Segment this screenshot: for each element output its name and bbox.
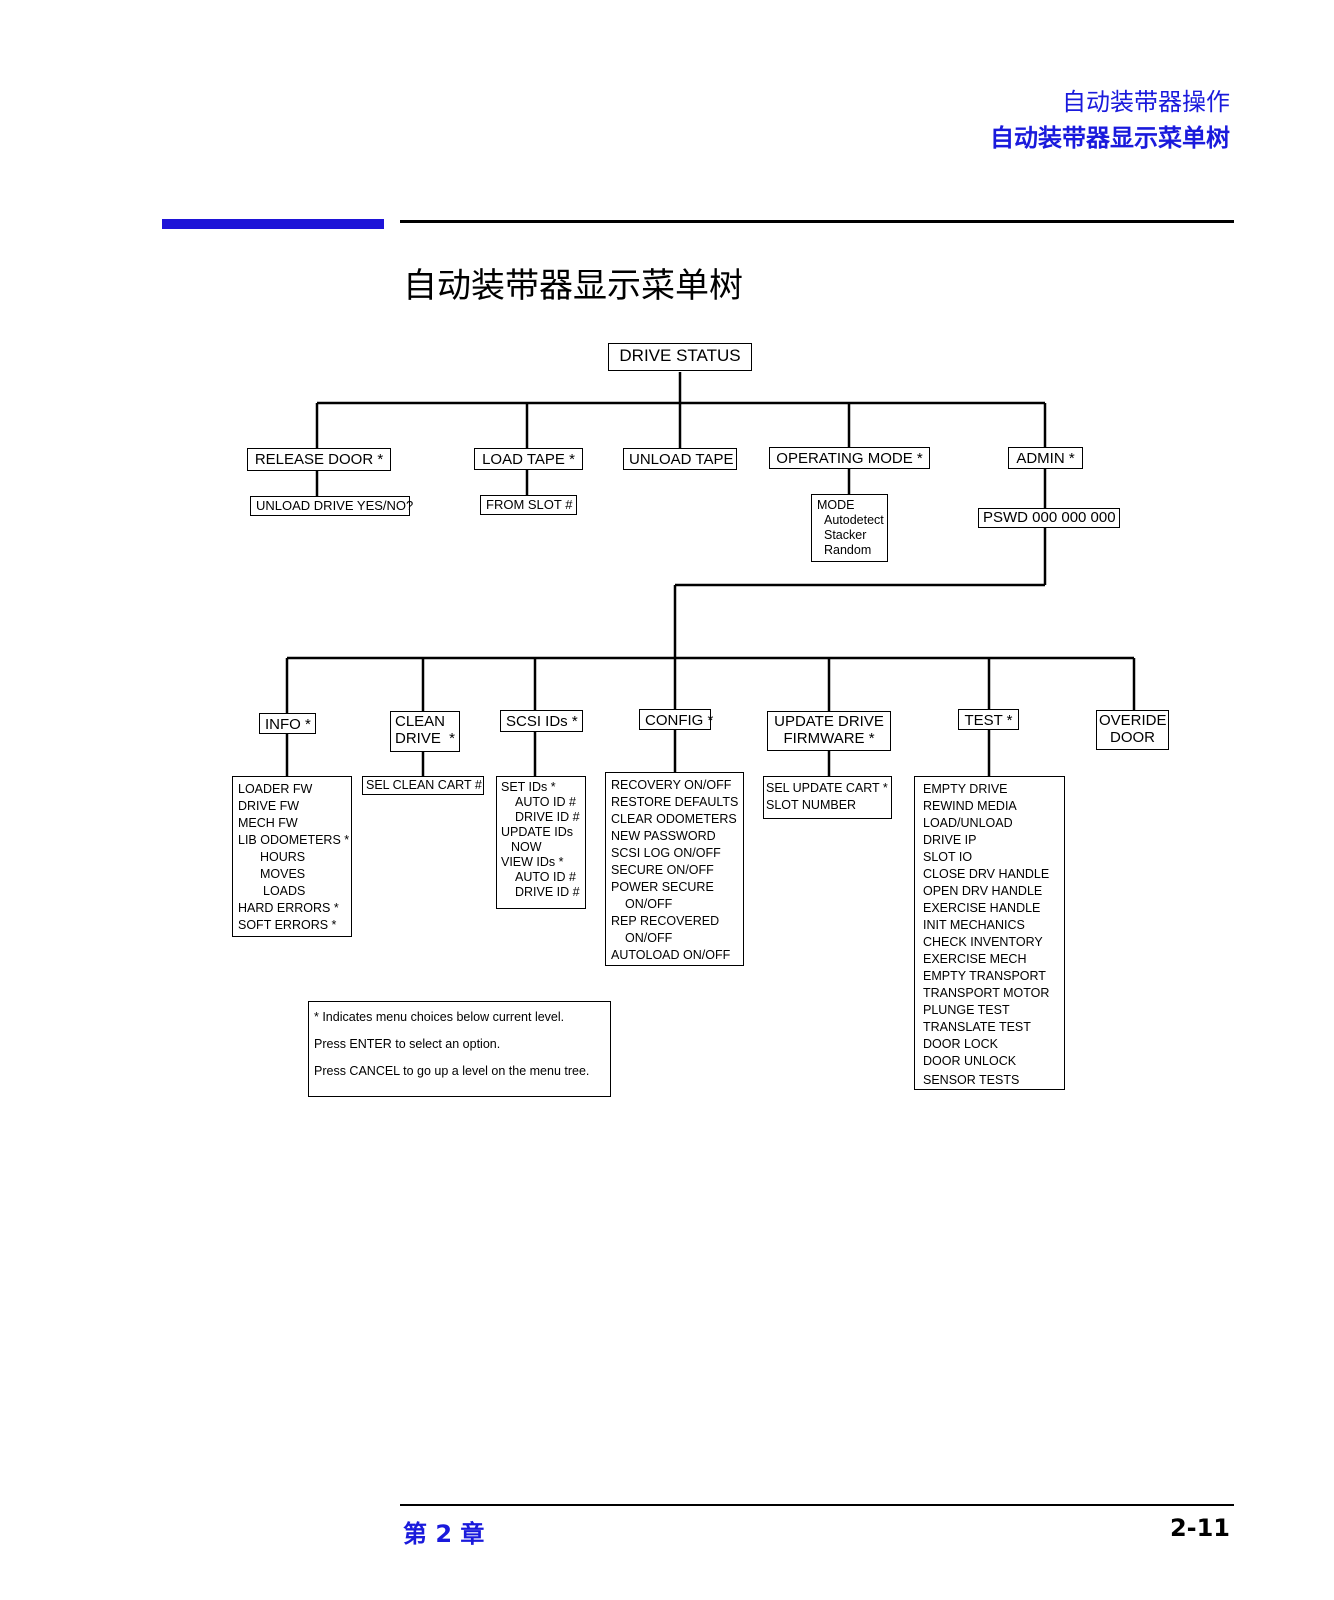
overide-door-line1: OVERIDE bbox=[1099, 712, 1167, 729]
config-item: REP RECOVERED bbox=[611, 914, 720, 928]
test-submenu: EMPTY DRIVE REWIND MEDIA LOAD/UNLOAD DRI… bbox=[914, 776, 1065, 1090]
top-rule bbox=[400, 220, 1234, 223]
test-item: DRIVE IP bbox=[923, 833, 977, 847]
release-door-node: RELEASE DOOR * bbox=[247, 448, 391, 471]
load-tape-node: LOAD TAPE * bbox=[474, 448, 583, 470]
test-item: INIT MECHANICS bbox=[923, 918, 1025, 932]
config-item: RECOVERY ON/OFF bbox=[611, 778, 732, 792]
mode-options-box: MODE Autodetect Stacker Random bbox=[811, 494, 888, 562]
sel-clean-cart-node: SEL CLEAN CART # bbox=[362, 776, 484, 795]
test-item: SENSOR TESTS bbox=[923, 1073, 1020, 1087]
scsi-item: VIEW IDs * bbox=[501, 855, 564, 869]
info-item: LIB ODOMETERS * bbox=[238, 833, 350, 847]
info-item: SOFT ERRORS * bbox=[238, 918, 337, 932]
bottom-rule bbox=[400, 1504, 1234, 1506]
update-item: SEL UPDATE CART * bbox=[766, 781, 888, 795]
config-item: POWER SECURE bbox=[611, 880, 714, 894]
clean-drive-node: CLEAN DRIVE * bbox=[390, 711, 460, 752]
scsi-ids-node: SCSI IDs * bbox=[500, 710, 583, 732]
overide-door-node: OVERIDE DOOR bbox=[1096, 710, 1169, 750]
config-submenu: RECOVERY ON/OFF RESTORE DEFAULTS CLEAR O… bbox=[605, 772, 744, 966]
scsi-item: SET IDs * bbox=[501, 780, 556, 794]
test-node: TEST * bbox=[958, 709, 1019, 730]
unload-drive-node: UNLOAD DRIVE YES/NO? bbox=[250, 496, 413, 516]
scsi-item: UPDATE IDs bbox=[501, 825, 573, 839]
info-item: HOURS bbox=[260, 850, 306, 864]
overide-door-line2: DOOR bbox=[1110, 729, 1155, 747]
test-item: DOOR LOCK bbox=[923, 1037, 999, 1051]
chapter-label: 第 2 章 bbox=[403, 1520, 485, 1548]
test-item: LOAD/UNLOAD bbox=[923, 816, 1013, 830]
test-item: CHECK INVENTORY bbox=[923, 935, 1043, 949]
config-item: ON/OFF bbox=[625, 931, 673, 945]
scsi-item: DRIVE ID # bbox=[515, 885, 580, 899]
scsi-submenu: SET IDs * AUTO ID # DRIVE ID # UPDATE ID… bbox=[496, 776, 586, 909]
mode-stacker: Stacker bbox=[824, 528, 867, 542]
legend-line: Press ENTER to select an option. bbox=[314, 1037, 501, 1051]
test-item: TRANSLATE TEST bbox=[923, 1020, 1031, 1034]
subsection-header: 自动装带器显示菜单树 bbox=[990, 124, 1230, 152]
test-item: SLOT IO bbox=[923, 850, 973, 864]
test-item: DOOR UNLOCK bbox=[923, 1054, 1017, 1068]
clean-drive-line1: CLEAN bbox=[395, 713, 446, 730]
info-item: MOVES bbox=[260, 867, 306, 881]
info-item: LOADS bbox=[263, 884, 306, 898]
info-submenu: LOADER FW DRIVE FW MECH FW LIB ODOMETERS… bbox=[232, 776, 352, 937]
operating-mode-node: OPERATING MODE * bbox=[769, 447, 930, 469]
update-firmware-line1: UPDATE DRIVE bbox=[774, 713, 884, 730]
config-item: SCSI LOG ON/OFF bbox=[611, 846, 721, 860]
mode-autodetect: Autodetect bbox=[824, 513, 884, 527]
config-item: ON/OFF bbox=[625, 897, 673, 911]
test-item: CLOSE DRV HANDLE bbox=[923, 867, 1050, 881]
section-header: 自动装带器操作 bbox=[1062, 88, 1230, 116]
test-item: PLUNGE TEST bbox=[923, 1003, 1010, 1017]
update-firmware-line2: FIRMWARE * bbox=[783, 730, 875, 748]
accent-bar bbox=[162, 219, 384, 229]
legend-box: * Indicates menu choices below current l… bbox=[308, 1001, 611, 1097]
config-item: NEW PASSWORD bbox=[611, 829, 716, 843]
test-item: EMPTY TRANSPORT bbox=[923, 969, 1046, 983]
clean-drive-line2: DRIVE * bbox=[395, 730, 456, 748]
test-item: OPEN DRV HANDLE bbox=[923, 884, 1043, 898]
config-item: RESTORE DEFAULTS bbox=[611, 795, 739, 809]
test-item: EXERCISE MECH bbox=[923, 952, 1027, 966]
info-item: HARD ERRORS * bbox=[238, 901, 339, 915]
legend-line: * Indicates menu choices below current l… bbox=[314, 1010, 565, 1024]
from-slot-node: FROM SLOT # bbox=[480, 495, 577, 515]
config-item: AUTOLOAD ON/OFF bbox=[611, 948, 731, 962]
info-node: INFO * bbox=[259, 713, 316, 734]
test-item: EXERCISE HANDLE bbox=[923, 901, 1041, 915]
page-title: 自动装带器显示菜单树 bbox=[403, 266, 743, 306]
update-firmware-node: UPDATE DRIVE FIRMWARE * bbox=[767, 711, 891, 751]
scsi-item: AUTO ID # bbox=[515, 795, 576, 809]
pswd-node: PSWD 000 000 000 bbox=[978, 508, 1120, 528]
info-item: MECH FW bbox=[238, 816, 298, 830]
scsi-item: NOW bbox=[511, 840, 542, 854]
update-submenu: SEL UPDATE CART * SLOT NUMBER bbox=[763, 776, 892, 819]
mode-label: MODE bbox=[817, 498, 855, 512]
update-item: SLOT NUMBER bbox=[766, 798, 857, 812]
info-item: LOADER FW bbox=[238, 782, 313, 796]
mode-random: Random bbox=[824, 543, 872, 557]
test-item: EMPTY DRIVE bbox=[923, 782, 1008, 796]
page-number: 2-11 bbox=[1169, 1514, 1230, 1542]
scsi-item: DRIVE ID # bbox=[515, 810, 580, 824]
info-item: DRIVE FW bbox=[238, 799, 300, 813]
admin-node: ADMIN * bbox=[1008, 447, 1083, 469]
unload-tape-node: UNLOAD TAPE bbox=[623, 448, 737, 470]
scsi-item: AUTO ID # bbox=[515, 870, 576, 884]
legend-line: Press CANCEL to go up a level on the men… bbox=[314, 1064, 590, 1078]
test-item: TRANSPORT MOTOR bbox=[923, 986, 1050, 1000]
config-item: SECURE ON/OFF bbox=[611, 863, 714, 877]
test-item: REWIND MEDIA bbox=[923, 799, 1017, 813]
drive-status-node: DRIVE STATUS bbox=[608, 343, 752, 371]
config-item: CLEAR ODOMETERS bbox=[611, 812, 737, 826]
config-node: CONFIG * bbox=[639, 709, 713, 730]
